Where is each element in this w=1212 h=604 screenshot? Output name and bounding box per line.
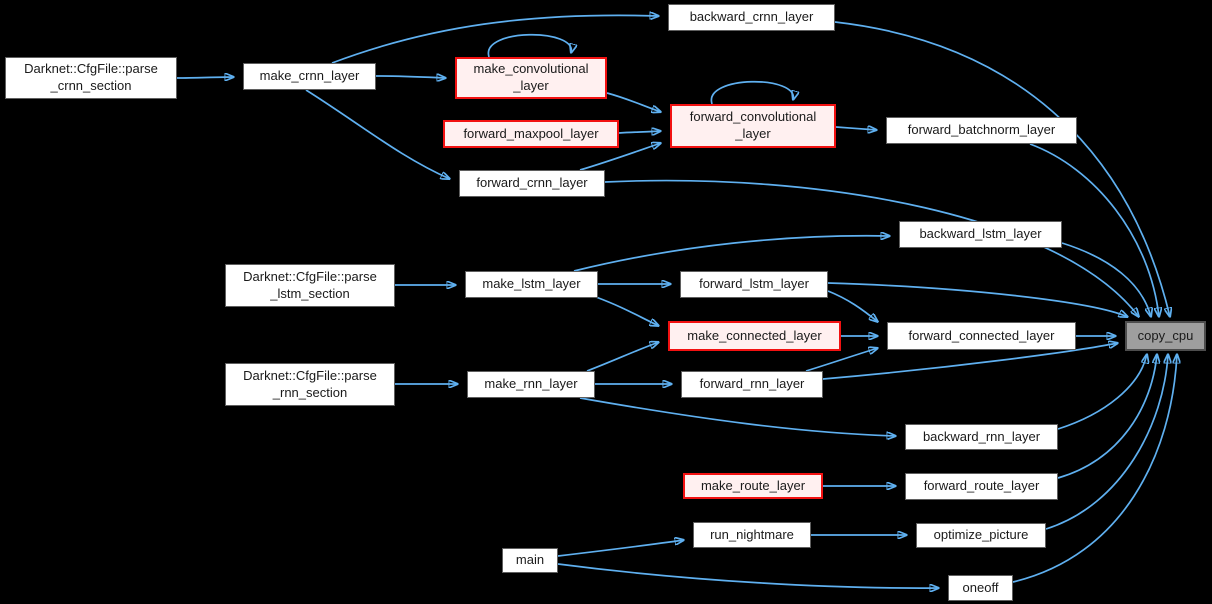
edge-make_rnn_layer-to-backward_rnn_layer (579, 397, 896, 436)
node-backward-lstm-layer[interactable]: backward_lstm_layer (899, 221, 1062, 248)
edge-forward_crnn_layer-to-forward_convolutional_layer (579, 143, 661, 171)
edge-make_crnn_layer-to-backward_crnn_layer (331, 15, 659, 64)
node-make-connected-layer[interactable]: make_connected_layer (668, 321, 841, 351)
edge-forward_route_layer-to-copy_cpu (1057, 354, 1157, 479)
node-optimize-picture[interactable]: optimize_picture (916, 523, 1046, 548)
edge-parse_crnn_section-to-make_crnn_layer (176, 77, 234, 78)
node-forward-crnn-layer[interactable]: forward_crnn_layer (459, 170, 605, 197)
edge-forward_lstm_layer-to-copy_cpu (827, 282, 1128, 317)
edge-make_crnn_layer-to-forward_crnn_layer (305, 89, 450, 179)
edge-main-to-run_nightmare (557, 540, 684, 557)
edge-make_lstm_layer-to-backward_lstm_layer (573, 236, 890, 272)
node-forward-rnn-layer[interactable]: forward_rnn_layer (681, 371, 823, 398)
edge-make_convolutional_layer-to-forward_convolutional_layer (606, 92, 661, 112)
edge-make_crnn_layer-to-make_convolutional_layer (375, 76, 446, 78)
edge-forward_rnn_layer-to-copy_cpu (822, 343, 1118, 380)
edge-backward_lstm_layer-to-copy_cpu (1061, 242, 1151, 317)
node-main[interactable]: main (502, 548, 558, 573)
edge-forward_convolutional_layer-self (710, 80, 793, 105)
edge-forward_maxpool_layer-to-forward_convolutional_layer (618, 131, 661, 133)
edge-oneoff-to-copy_cpu (1012, 354, 1177, 583)
edge-forward_batchnorm_layer-to-copy_cpu (1029, 143, 1159, 317)
node-copy-cpu[interactable]: copy_cpu (1125, 321, 1206, 351)
edge-optimize_picture-to-copy_cpu (1045, 354, 1168, 530)
node-forward-lstm-layer[interactable]: forward_lstm_layer (680, 271, 828, 298)
node-make-lstm-layer[interactable]: make_lstm_layer (465, 271, 598, 298)
node-make-crnn-layer[interactable]: make_crnn_layer (243, 63, 376, 90)
node-forward-route-layer[interactable]: forward_route_layer (905, 473, 1058, 500)
edge-make_convolutional_layer-self (487, 33, 571, 58)
node-parse-crnn-section[interactable]: Darknet::CfgFile::parse _crnn_section (5, 57, 177, 99)
node-forward-connected-layer[interactable]: forward_connected_layer (887, 322, 1076, 350)
edge-main-to-oneoff (557, 563, 939, 588)
edge-backward_crnn_layer-to-copy_cpu (834, 21, 1170, 317)
node-parse-lstm-section[interactable]: Darknet::CfgFile::parse _lstm_section (225, 264, 395, 307)
node-make-rnn-layer[interactable]: make_rnn_layer (467, 371, 595, 398)
edge-forward_convolutional_layer-to-forward_batchnorm_layer (835, 127, 877, 130)
node-forward-maxpool-layer[interactable]: forward_maxpool_layer (443, 120, 619, 148)
node-run-nightmare[interactable]: run_nightmare (693, 522, 811, 548)
node-make-convolutional-layer[interactable]: make_convolutional _layer (455, 57, 607, 99)
node-backward-crnn-layer[interactable]: backward_crnn_layer (668, 4, 835, 31)
edge-make_rnn_layer-to-make_connected_layer (586, 342, 659, 372)
edge-forward_rnn_layer-to-forward_connected_layer (805, 348, 878, 372)
node-oneoff[interactable]: oneoff (948, 575, 1013, 601)
node-make-route-layer[interactable]: make_route_layer (683, 473, 823, 499)
edge-make_lstm_layer-to-make_connected_layer (595, 296, 659, 326)
edge-backward_rnn_layer-to-copy_cpu (1057, 354, 1147, 430)
node-forward-convolutional-layer[interactable]: forward_convolutional _layer (670, 104, 836, 148)
edge-forward_lstm_layer-to-forward_connected_layer (827, 290, 878, 322)
node-forward-batchnorm-layer[interactable]: forward_batchnorm_layer (886, 117, 1077, 144)
node-parse-rnn-section[interactable]: Darknet::CfgFile::parse _rnn_section (225, 363, 395, 406)
edge-forward_crnn_layer-to-copy_cpu (604, 179, 1139, 317)
node-backward-rnn-layer[interactable]: backward_rnn_layer (905, 424, 1058, 450)
